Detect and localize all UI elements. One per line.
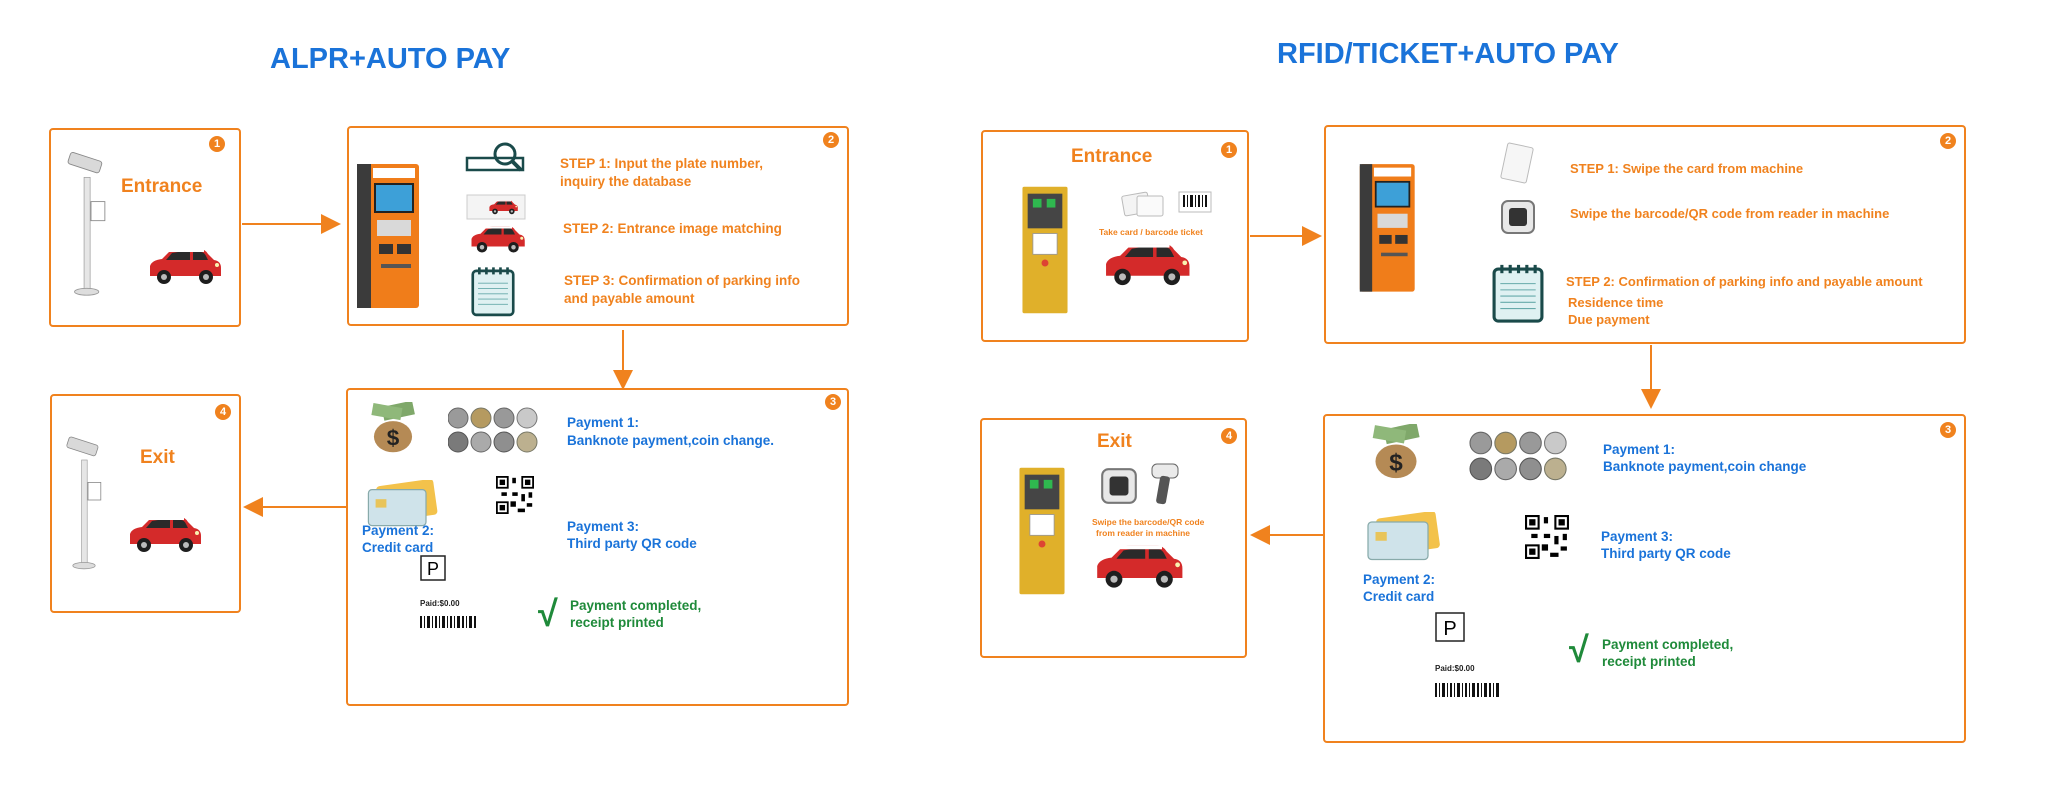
step-badge: 1 xyxy=(209,136,225,152)
receipt-paid: Paid:$0.00 xyxy=(420,599,460,608)
left-payment-panel: 3 Payment 1: Banknote payment,coin chang… xyxy=(346,388,849,706)
check-icon: √ xyxy=(1569,629,1589,670)
left-step1-line2: inquiry the database xyxy=(560,174,692,189)
step-badge: 3 xyxy=(1940,422,1956,438)
gate-machine-icon xyxy=(1019,467,1065,595)
step-badge: 4 xyxy=(1221,428,1237,444)
receipt-icon: P Paid:$0.00 xyxy=(420,555,480,632)
left-payment2-line2: Credit card xyxy=(362,540,434,555)
left-step1-line1: STEP 1: Input the plate number, xyxy=(560,156,764,171)
step-badge: 2 xyxy=(823,132,839,148)
step-badge: 1 xyxy=(1221,142,1237,158)
left-kiosk-panel: 2 STEP 1: Input the plate number, inquir… xyxy=(347,126,849,326)
qr-code-icon xyxy=(1525,515,1569,559)
barcode-ticket-icon xyxy=(1178,191,1212,213)
right-exit-panel: 4 Exit Swipe the barcode/QR code from re… xyxy=(980,418,1247,658)
notepad-icon xyxy=(1492,264,1544,323)
money-bag-icon xyxy=(1372,424,1420,479)
check-icon: √ xyxy=(538,593,558,634)
left-payment3-line2: Third party QR code xyxy=(567,536,697,551)
left-completed-line1: Payment completed, xyxy=(570,598,702,613)
right-payment2-line2: Credit card xyxy=(1363,589,1435,604)
qr-code-icon xyxy=(496,476,534,514)
right-payment1-line2: Banknote payment,coin change xyxy=(1603,459,1807,474)
car-icon xyxy=(471,226,525,253)
receipt-icon: P Paid:$0.00 xyxy=(1435,612,1507,701)
svg-text:P: P xyxy=(427,559,439,579)
right-entrance-panel: 1 Entrance Take card / barcode ticket xyxy=(981,130,1249,342)
left-payment1-line2: Banknote payment,coin change. xyxy=(567,433,775,448)
left-step2: STEP 2: Entrance image matching xyxy=(563,221,782,236)
exit-label: Exit xyxy=(140,447,175,468)
rfid-card-icon xyxy=(1121,191,1164,217)
money-bag-icon xyxy=(371,402,415,453)
barcode-scanner-gun-icon xyxy=(1151,463,1179,505)
left-exit-panel: 4 Exit xyxy=(50,394,241,613)
right-entrance-label: Entrance xyxy=(1071,146,1153,167)
right-payment3-line2: Third party QR code xyxy=(1601,546,1731,561)
step-badge: 3 xyxy=(825,394,841,410)
left-step3-line1: STEP 3: Confirmation of parking info xyxy=(564,273,801,288)
kiosk-icon xyxy=(356,163,420,309)
credit-card-icon xyxy=(1367,512,1441,561)
car-icon xyxy=(1097,545,1183,588)
right-residence-time: Residence time xyxy=(1568,295,1664,310)
step-badge: 4 xyxy=(215,404,231,420)
coins-icon xyxy=(1469,431,1567,481)
reader-caption-line2: from reader in machine xyxy=(1096,528,1191,538)
camera-pole-icon xyxy=(65,435,102,570)
right-due-payment: Due payment xyxy=(1568,312,1650,327)
notepad-icon xyxy=(471,266,515,317)
ticket-caption: Take card / barcode ticket xyxy=(1099,227,1203,237)
barcode-reader-icon xyxy=(1501,200,1535,234)
gate-machine-icon xyxy=(1022,186,1068,314)
left-payment1-line1: Payment 1: xyxy=(567,415,640,430)
camera-pole-icon xyxy=(66,151,106,296)
car-icon xyxy=(150,249,221,284)
right-title: RFID/TICKET+AUTO PAY xyxy=(1277,38,1619,70)
car-icon xyxy=(1106,244,1190,286)
magnifier-icon xyxy=(465,142,525,172)
entrance-label: Entrance xyxy=(121,176,203,197)
right-exit-label: Exit xyxy=(1097,431,1132,452)
right-payment2-line1: Payment 2: xyxy=(1363,572,1436,587)
rfid-card-icon xyxy=(1500,142,1534,184)
left-entrance-panel: 1 Entrance xyxy=(49,128,241,327)
credit-card-icon xyxy=(367,480,438,527)
reader-caption-line1: Swipe the barcode/QR code xyxy=(1092,517,1205,527)
step-badge: 2 xyxy=(1940,133,1956,149)
kiosk-icon xyxy=(1358,163,1416,293)
right-step1: STEP 1: Swipe the card from machine xyxy=(1570,161,1804,176)
left-step3-line2: and payable amount xyxy=(564,291,695,306)
right-completed-line2: receipt printed xyxy=(1602,654,1696,669)
left-payment3-line1: Payment 3: xyxy=(567,519,640,534)
car-icon xyxy=(466,194,526,220)
right-payment3-line1: Payment 3: xyxy=(1601,529,1674,544)
right-completed-line1: Payment completed, xyxy=(1602,637,1734,652)
receipt-paid: Paid:$0.00 xyxy=(1435,664,1475,673)
right-kiosk-panel: 2 STEP 1: Swipe the card from machine Sw… xyxy=(1324,125,1966,344)
car-icon xyxy=(130,517,201,552)
right-payment1-line1: Payment 1: xyxy=(1603,442,1676,457)
left-payment2-line1: Payment 2: xyxy=(362,523,435,538)
left-title: ALPR+AUTO PAY xyxy=(270,43,511,75)
svg-text:P: P xyxy=(1443,618,1456,640)
right-step1b: Swipe the barcode/QR code from reader in… xyxy=(1570,206,1890,221)
right-step2: STEP 2: Confirmation of parking info and… xyxy=(1566,274,1923,289)
barcode-reader-icon xyxy=(1101,468,1137,504)
coins-icon xyxy=(448,407,538,453)
left-completed-line2: receipt printed xyxy=(570,615,664,630)
right-payment-panel: 3 Payment 1: Banknote payment,coin chang… xyxy=(1323,414,1966,743)
